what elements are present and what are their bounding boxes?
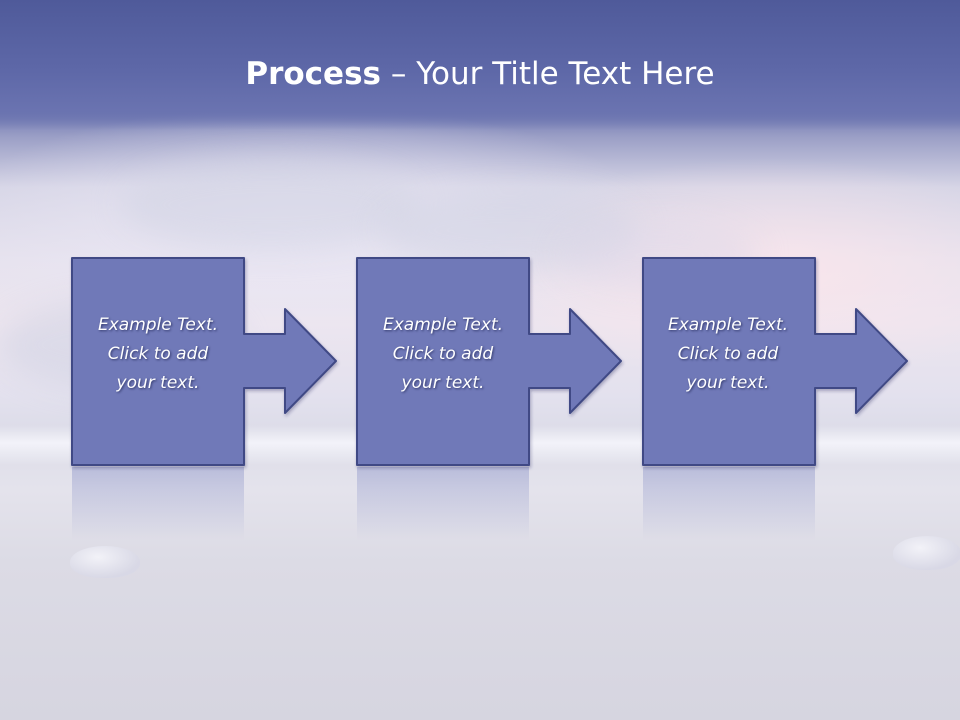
cloud-shape <box>380 190 640 270</box>
step-1-reflection <box>72 467 244 540</box>
title-rest: – Your Title Text Here <box>381 56 715 92</box>
step-3-text[interactable]: Example Text. Click to add your text. <box>640 311 816 398</box>
step-3-line-2: Click to add <box>677 344 779 364</box>
step-1-line-1: Example Text. <box>97 315 219 335</box>
slide-title: Process – Your Title Text Here <box>0 52 960 96</box>
step-2-arrow-shape[interactable] <box>356 257 622 466</box>
step-2-line-1: Example Text. <box>382 315 504 335</box>
step-3-line-1: Example Text. <box>667 315 789 335</box>
title-band <box>0 0 960 130</box>
step-3-reflection <box>643 467 815 540</box>
step-2-text[interactable]: Example Text. Click to add your text. <box>355 311 531 398</box>
title-bold: Process <box>245 56 381 92</box>
step-3-line-3: your text. <box>686 373 770 393</box>
step-1-arrow-shape[interactable] <box>71 257 337 466</box>
rock-shape <box>893 536 960 570</box>
step-1-line-2: Click to add <box>107 344 209 364</box>
step-2-reflection <box>357 467 529 540</box>
step-1-line-3: your text. <box>116 373 200 393</box>
step-3-arrow-shape[interactable] <box>642 257 908 466</box>
step-2-line-3: your text. <box>401 373 485 393</box>
rock-shape <box>70 546 140 578</box>
step-2-line-2: Click to add <box>392 344 494 364</box>
cloud-shape <box>120 160 420 250</box>
step-1-text[interactable]: Example Text. Click to add your text. <box>70 311 246 398</box>
